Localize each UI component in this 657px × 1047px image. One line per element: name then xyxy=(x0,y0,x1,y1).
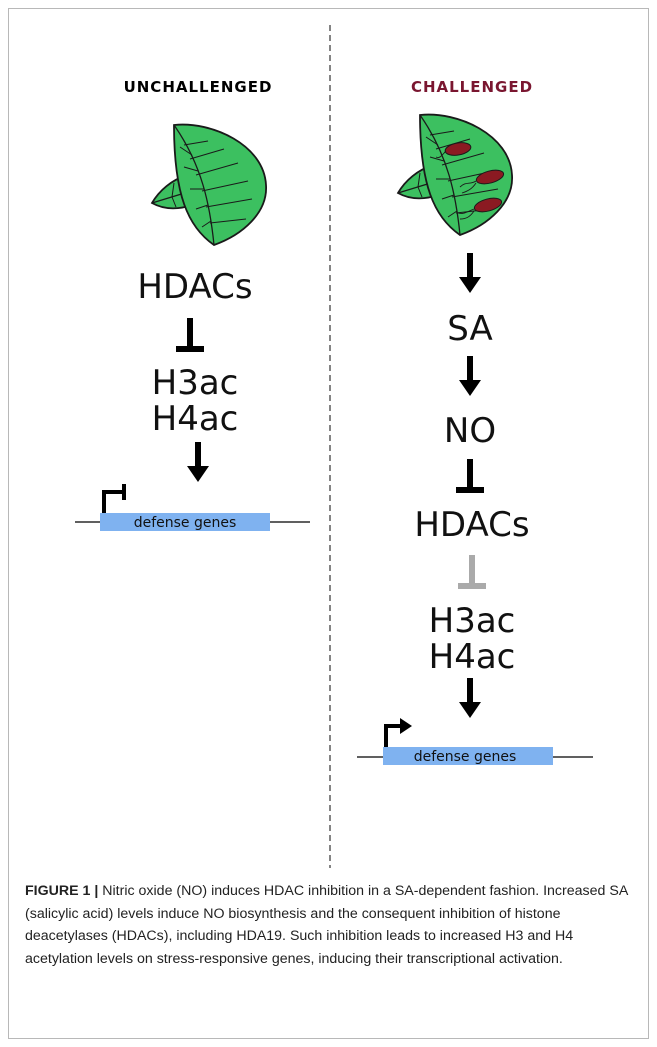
right-gene-label: defense genes xyxy=(414,749,517,765)
challenged-title: CHALLENGED xyxy=(411,78,533,96)
pathogen-icon xyxy=(435,142,505,220)
right-hdacs-label: HDACs xyxy=(414,505,529,545)
right-arrow-to-sa xyxy=(459,253,481,293)
figure-label: FIGURE 1 | xyxy=(25,883,99,899)
infected-leaf-icon xyxy=(397,113,514,236)
left-activation-arrow xyxy=(187,442,209,482)
unchallenged-title: UNCHALLENGED xyxy=(124,78,273,96)
left-h3ac-label: H3ac xyxy=(152,363,239,403)
left-h4ac-label: H4ac xyxy=(152,399,239,439)
healthy-leaf-icon xyxy=(151,123,268,246)
right-no-inhibits-hdacs xyxy=(456,459,484,493)
left-hdacs-label: HDACs xyxy=(137,267,252,307)
diagram: UNCHALLENGED HDACs H3ac H4ac defense gen… xyxy=(75,25,593,868)
right-activation-arrow xyxy=(459,678,481,718)
right-h4ac-label: H4ac xyxy=(429,637,516,677)
right-arrow-to-no xyxy=(459,356,481,396)
right-gene-track: defense genes xyxy=(357,718,593,765)
left-gene-track: defense genes xyxy=(75,484,310,531)
caption-text: Nitric oxide (NO) induces HDAC inhibitio… xyxy=(25,883,628,967)
right-no-label: NO xyxy=(444,411,496,451)
left-inhibition-arrow xyxy=(176,318,204,352)
left-gene-label: defense genes xyxy=(134,515,237,531)
right-blocked-inhibition xyxy=(458,555,486,589)
right-h3ac-label: H3ac xyxy=(429,601,516,641)
figure-caption: FIGURE 1 | Nitric oxide (NO) induces HDA… xyxy=(25,880,635,970)
right-sa-label: SA xyxy=(447,309,492,349)
